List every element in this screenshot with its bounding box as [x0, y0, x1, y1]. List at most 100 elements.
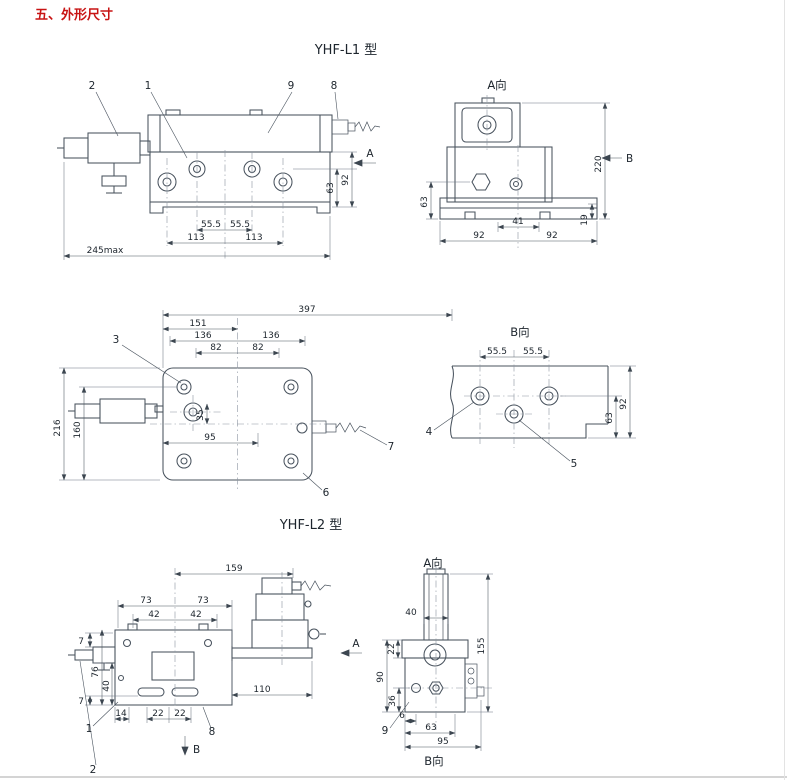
l2f-valve-stack: [231, 577, 332, 659]
l1t-dim-82-b: 82: [252, 343, 263, 353]
section-heading: 五、外形尺寸: [35, 7, 113, 23]
l2f-dim-73-b: 73: [197, 596, 208, 606]
l2a-center-lines: [398, 566, 492, 730]
l1t-dim-82-a: 82: [210, 343, 221, 353]
l1-title: YHF-L1 型: [314, 43, 378, 58]
l1t-dim-136-a: 136: [194, 331, 211, 341]
l1b-leaders: [433, 401, 571, 462]
l1f-dim-55-5-b: 55.5: [230, 220, 250, 230]
l1-view-a-title: A向: [487, 78, 506, 92]
l1-front-solenoid: [57, 132, 151, 194]
l1f-dim-63: 63: [326, 182, 336, 193]
l2f-dim-7-bottom: 7: [78, 697, 84, 707]
l1b-dim-55-5-b: 55.5: [523, 347, 543, 357]
l2f-dim-73-a: 73: [140, 596, 151, 606]
l2f-dim-14: 14: [115, 709, 127, 719]
l1-front-cable-gland: [331, 119, 381, 135]
l2a-bottom-label: B向: [424, 754, 443, 768]
l2a-dim-95: 95: [437, 737, 448, 747]
l2f-view-arrow-a-label: A: [352, 638, 360, 650]
l1-front-extension-lines: [63, 151, 357, 260]
l2-view-a: A向: [376, 556, 493, 768]
l2f-callout-8: 8: [209, 726, 216, 738]
l1-front-center-lines: [166, 150, 284, 259]
l2a-manual-override: [464, 663, 485, 699]
l1a-view-arrow-b-label: B: [626, 153, 633, 165]
l1f-dim-245max: 245max: [87, 246, 124, 256]
l1a-body: [439, 97, 598, 220]
l1t-dim-216: 216: [53, 419, 63, 436]
l2f-callout-2: 2: [90, 764, 97, 776]
l2f-dim-42-b: 42: [190, 610, 201, 620]
l2a-dim-36: 36: [388, 695, 398, 707]
l1-front-leaders: [95, 91, 339, 159]
l1t-dim-95: 95: [204, 433, 215, 443]
l1f-callout-1: 1: [145, 80, 152, 92]
l2f-leaders: [79, 660, 212, 766]
l2f-dim-22-a: 22: [152, 709, 163, 719]
l1t-leaders: [121, 344, 388, 491]
l1t-callout-3: 3: [113, 334, 120, 346]
l2a-dim-90: 90: [376, 671, 386, 683]
l2f-dim-7-top: 7: [78, 637, 84, 647]
l2f-callout-1: 1: [86, 723, 93, 735]
l1b-plate: [450, 365, 609, 439]
l1t-callout-7: 7: [388, 441, 395, 453]
l1t-cable-gland: [311, 420, 367, 434]
l2f-dim-159: 159: [225, 564, 242, 574]
l2a-dimension-lines: [384, 573, 491, 750]
l1b-callout-5: 5: [571, 458, 578, 470]
l2f-dim-110: 110: [253, 685, 270, 695]
l2f-center-lines: [174, 568, 283, 712]
l1f-dim-92: 92: [341, 174, 351, 185]
l2f-extension-lines: [85, 568, 313, 723]
l1-front-body: [147, 109, 333, 214]
l1f-view-arrow-a-label: A: [366, 148, 374, 160]
l2f-dimension-lines: [87, 571, 313, 722]
l2-title: YHF-L2 型: [279, 518, 343, 533]
l1t-solenoid: [68, 398, 164, 424]
l1b-callout-4: 4: [426, 426, 433, 438]
l1t-center-lines: [150, 318, 330, 492]
l1b-dimension-lines: [479, 354, 633, 439]
l2f-dim-76: 76: [91, 666, 101, 678]
l1a-dim-63: 63: [420, 196, 430, 207]
l1t-dim-397: 397: [298, 305, 315, 315]
l1b-center-lines: [464, 350, 566, 448]
l2a-dim-63: 63: [425, 723, 436, 733]
l1f-dim-113-a: 113: [187, 233, 204, 243]
l1a-center-lines: [486, 95, 519, 248]
l2a-dim-6: 6: [399, 711, 405, 721]
l2a-extension-lines: [382, 573, 493, 751]
l2-front-view: A B: [68, 564, 362, 776]
l1b-dim-92: 92: [619, 398, 629, 409]
l1f-callout-2: 2: [89, 80, 96, 92]
l2f-dim-40: 40: [102, 680, 112, 692]
l1a-dim-41: 41: [512, 217, 523, 227]
l2a-dim-22: 22: [387, 643, 397, 654]
l1t-dimension-lines: [61, 312, 453, 481]
l1a-dimension-lines: [428, 102, 608, 244]
l1f-callout-9: 9: [288, 80, 295, 92]
l1t-callout-6: 6: [323, 487, 330, 499]
l2f-dim-42-a: 42: [148, 610, 159, 620]
l1b-dim-63: 63: [605, 412, 615, 423]
l1-top-view: 397 151 136 136 82 82 216 160 35 95 3 7 …: [53, 305, 453, 499]
l2f-body: [114, 623, 233, 706]
l2a-leaders: [389, 701, 410, 729]
l1-view-b: B向 55.: [426, 325, 636, 470]
l2-view-a-title: A向: [423, 556, 442, 570]
l2f-view-arrow-b-label: B: [193, 744, 200, 756]
l1a-dim-220: 220: [594, 155, 604, 172]
l2a-dim-40: 40: [405, 608, 417, 618]
l1a-dim-19: 19: [580, 214, 590, 226]
l1t-dim-151: 151: [189, 319, 206, 329]
l1t-dim-160: 160: [73, 421, 83, 438]
l1-view-a: A向 B: [420, 78, 633, 248]
l1-front-dimension-lines: [63, 151, 355, 259]
l1t-dim-35: 35: [196, 409, 206, 420]
l1a-dim-92-a: 92: [473, 231, 484, 241]
